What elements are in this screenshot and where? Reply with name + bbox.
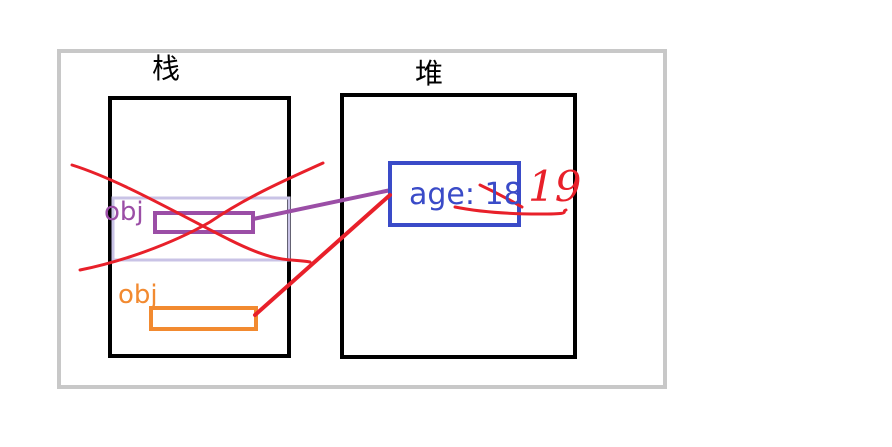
age-value-strike <box>453 205 568 216</box>
old-obj-strike-line-2 <box>78 161 325 272</box>
outer-frame <box>57 49 667 389</box>
stack-title: 栈 <box>152 52 181 85</box>
old-obj-highlight-box <box>111 196 291 262</box>
new-obj-reference-slot <box>149 306 258 331</box>
heap-object-text: age: 18 <box>409 177 523 212</box>
new-reference-pointer <box>253 193 392 317</box>
old-obj-reference-slot <box>153 211 255 234</box>
heap-title: 堆 <box>415 57 444 90</box>
heap-container <box>340 93 577 359</box>
new-obj-label: obj <box>118 280 158 310</box>
old-reference-pointer <box>252 188 392 221</box>
age-value-arrow <box>478 183 524 209</box>
old-obj-strike-line-1 <box>70 163 312 264</box>
handwritten-annotation: 19 <box>528 162 582 211</box>
old-obj-label: obj <box>104 197 144 227</box>
